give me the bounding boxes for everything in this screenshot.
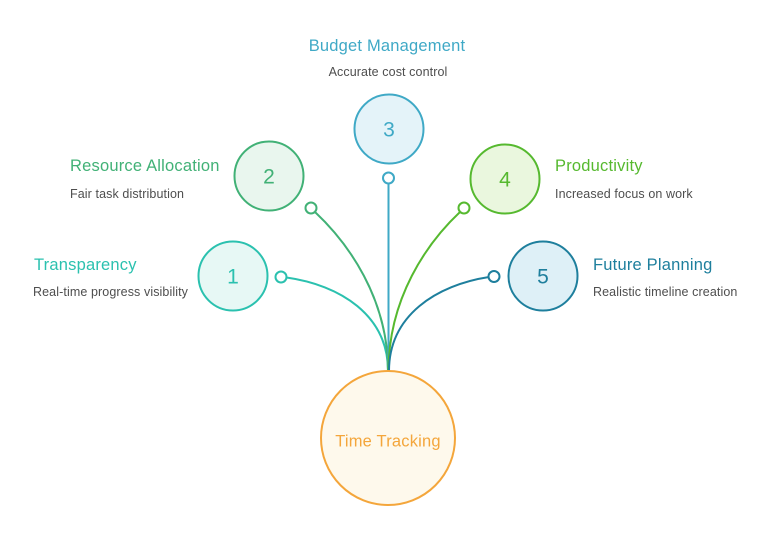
- connector-stem-transparency: [285, 276, 389, 372]
- node-number-productivity: 4: [499, 168, 511, 192]
- connector-stem-future-planning: [388, 276, 490, 372]
- connector-stem-productivity: [387, 211, 461, 372]
- node-subtitle-resource-allocation: Fair task distribution: [70, 187, 185, 201]
- node-subtitle-future-planning: Realistic timeline creation: [593, 285, 738, 299]
- node-circle-resource-allocation: [233, 140, 305, 212]
- connector-dot-transparency: [274, 270, 288, 284]
- connector-stem-resource-allocation: [314, 211, 389, 372]
- node-title-budget-management: Budget Management: [308, 37, 466, 55]
- node-number-resource-allocation: 2: [263, 165, 275, 189]
- center-circle: [320, 370, 456, 506]
- node-subtitle-budget-management: Accurate cost control: [328, 65, 448, 79]
- node-title-future-planning: Future Planning: [593, 256, 713, 274]
- node-title-productivity: Productivity: [555, 157, 643, 175]
- connector-dot-future-planning: [487, 270, 501, 283]
- node-number-future-planning: 5: [537, 265, 549, 289]
- node-circle-budget-management: [353, 93, 425, 165]
- center-label: Time Tracking: [335, 432, 441, 451]
- node-number-budget-management: 3: [383, 118, 395, 142]
- connector-dot-productivity: [457, 201, 471, 215]
- connector-dot-budget-management: [382, 171, 395, 185]
- node-title-transparency: Transparency: [34, 256, 137, 274]
- node-circle-future-planning: [507, 240, 579, 312]
- node-title-resource-allocation: Resource Allocation: [70, 157, 220, 175]
- node-subtitle-transparency: Real-time progress visibility: [33, 285, 189, 299]
- node-subtitle-productivity: Increased focus on work: [555, 187, 693, 201]
- node-circle-productivity: [469, 143, 541, 215]
- node-number-transparency: 1: [227, 265, 239, 289]
- connector-dot-resource-allocation: [304, 201, 318, 215]
- node-circle-transparency: [197, 240, 269, 312]
